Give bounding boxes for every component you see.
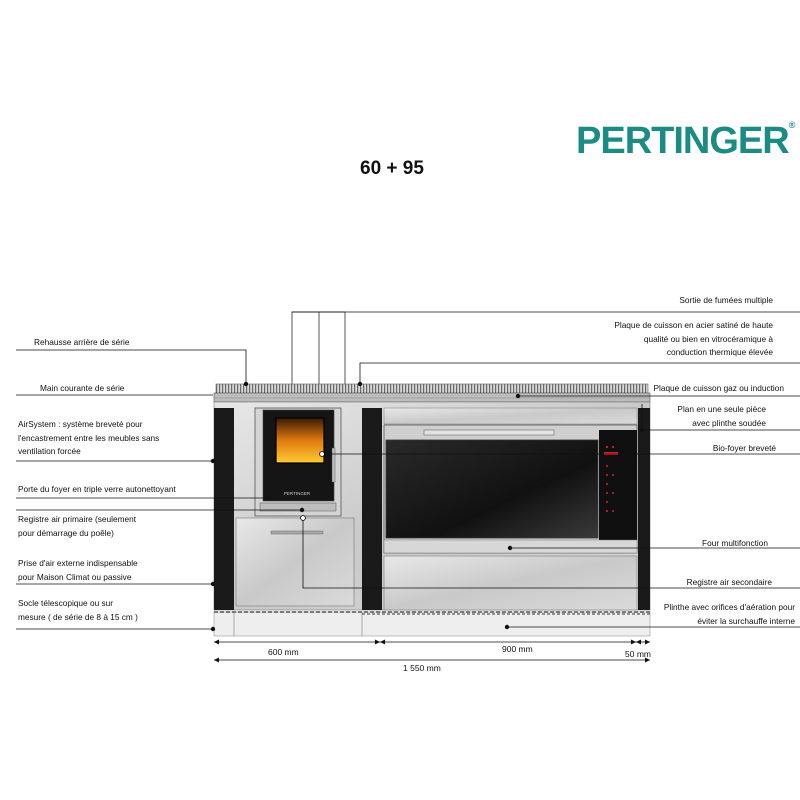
label-multifunction-oven: Four multifonction: [702, 538, 768, 548]
left-black-panel: [214, 408, 234, 610]
warming-drawer: [383, 555, 638, 611]
label-rear-upstand: Rehausse arrière de série: [34, 337, 130, 347]
label-external-air-intake: Prise d'air externe indispensable pour M…: [18, 558, 138, 582]
firebox-window: [276, 418, 324, 463]
label-flue-outlets: Sortie de fumées multiple: [679, 295, 773, 305]
label-handrail: Main courante de série: [40, 383, 125, 393]
dimension-50: 50 mm: [625, 649, 651, 659]
cooktop: [213, 392, 651, 403]
dimension-total: 1 550 mm: [403, 663, 441, 673]
label-telescopic-base: Socle télescopique ou sur mesure ( de sé…: [18, 598, 138, 622]
label-ventilated-plinth: Plinthe avec orifices d'aération pour év…: [663, 602, 795, 626]
label-gas-induction-hob: Plaque de cuisson gaz ou induction: [653, 383, 784, 393]
right-black-panel: [638, 408, 650, 610]
oven-control-panel: [599, 430, 637, 540]
leader-lines: [16, 311, 800, 661]
middle-black-panel: [362, 408, 382, 610]
callout-markers: [210, 381, 650, 663]
model-title: 60 + 95: [360, 158, 424, 179]
label-primary-air-register: Registre air primaire (seulement pour dé…: [18, 514, 137, 538]
label-firebox-door: Porte du foyer en triple verre autonetto…: [18, 484, 176, 494]
rear-upstand: [215, 383, 649, 394]
electric-oven: [383, 407, 638, 554]
dimension-900: 900 mm: [502, 644, 533, 654]
label-one-piece-top: Plan en une seule pièce avec plinthe sou…: [677, 404, 766, 428]
stove-badge: PERTINGER: [284, 491, 311, 496]
flue-outlets: [291, 311, 346, 384]
label-cooking-plate: Plaque de cuisson en acier satiné de hau…: [614, 320, 773, 357]
dimension-600: 600 mm: [268, 647, 299, 657]
pertinger-logo: PERTINGER®: [576, 120, 796, 162]
label-bio-firebox: Bio-foyer breveté: [712, 443, 776, 453]
plinth: [213, 611, 651, 637]
storage-drawer: [235, 517, 355, 607]
label-airsystem: AirSystem : système breveté pour l'encas…: [18, 419, 160, 456]
oven-window: [385, 439, 599, 539]
label-secondary-air-register: Registre air secondaire: [686, 577, 772, 587]
